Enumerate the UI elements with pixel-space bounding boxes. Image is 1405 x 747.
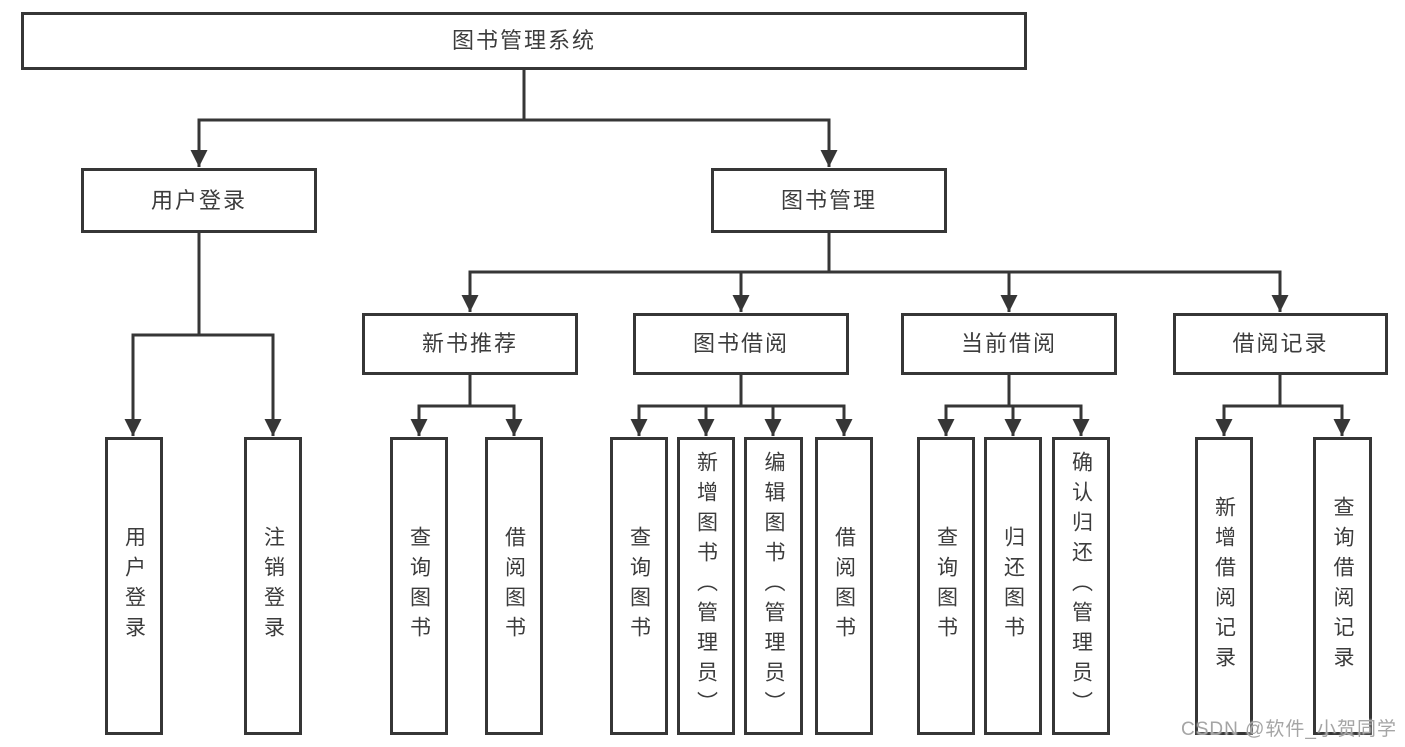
node-label: 查询图书	[934, 526, 958, 646]
leaf-user-login: 用户登录	[105, 437, 163, 735]
node-label: 确认归还（管理员）	[1069, 451, 1093, 721]
leaf-add-books-admin: 新增图书（管理员）	[677, 437, 735, 735]
connector-userlogin-to-leaves	[124, 233, 282, 436]
node-user-login-branch: 用户登录	[81, 168, 317, 233]
node-new-book-recommend: 新书推荐	[362, 313, 578, 375]
connector-borrowing-to-leaves	[630, 375, 853, 436]
node-label: 注销登录	[261, 526, 285, 646]
node-label: 借阅记录	[1232, 331, 1329, 356]
node-label: 当前借阅	[960, 331, 1057, 356]
node-label: 图书管理	[780, 187, 877, 213]
node-label: 图书管理系统	[451, 28, 596, 53]
node-borrowing-records: 借阅记录	[1173, 313, 1388, 375]
connector-current-to-leaves	[937, 375, 1090, 436]
node-label: 查询图书	[627, 526, 651, 646]
leaf-logout: 注销登录	[244, 437, 302, 735]
leaf-query-borrow-record: 查询借阅记录	[1313, 437, 1372, 735]
connector-records-to-leaves	[1215, 375, 1351, 436]
leaf-borrow-books-recommend: 借阅图书	[485, 437, 543, 735]
node-root-system: 图书管理系统	[21, 12, 1027, 70]
node-book-borrowing: 图书借阅	[633, 313, 849, 375]
node-label: 查询借阅记录	[1331, 496, 1354, 676]
connector-newbooks-to-leaves	[410, 375, 523, 436]
leaf-edit-books-admin: 编辑图书（管理员）	[744, 437, 803, 735]
leaf-add-borrow-record: 新增借阅记录	[1195, 437, 1253, 735]
node-label: 用户登录	[150, 187, 247, 213]
node-label: 归还图书	[1001, 526, 1025, 646]
connector-bookmgmt-to-level3	[461, 233, 1289, 312]
leaf-query-books-borrowing: 查询图书	[610, 437, 668, 735]
node-label: 借阅图书	[502, 526, 526, 646]
node-label: 查询图书	[407, 526, 431, 646]
leaf-query-books-recommend: 查询图书	[390, 437, 448, 735]
leaf-borrow-books: 借阅图书	[815, 437, 873, 735]
node-label: 新增借阅记录	[1212, 496, 1236, 676]
leaf-query-books-current: 查询图书	[917, 437, 975, 735]
node-book-management: 图书管理	[711, 168, 947, 233]
node-label: 借阅图书	[832, 526, 856, 646]
node-label: 新增图书（管理员）	[694, 451, 718, 721]
leaf-confirm-return-admin: 确认归还（管理员）	[1052, 437, 1110, 735]
node-label: 用户登录	[122, 526, 146, 646]
connector-root-to-level2	[190, 70, 838, 167]
leaf-return-books: 归还图书	[984, 437, 1042, 735]
csdn-watermark: CSDN @软件_小贺同学	[1181, 719, 1397, 740]
node-label: 图书借阅	[692, 331, 789, 356]
node-label: 编辑图书（管理员）	[762, 451, 785, 721]
node-current-borrowing: 当前借阅	[901, 313, 1117, 375]
node-label: 新书推荐	[421, 331, 518, 356]
